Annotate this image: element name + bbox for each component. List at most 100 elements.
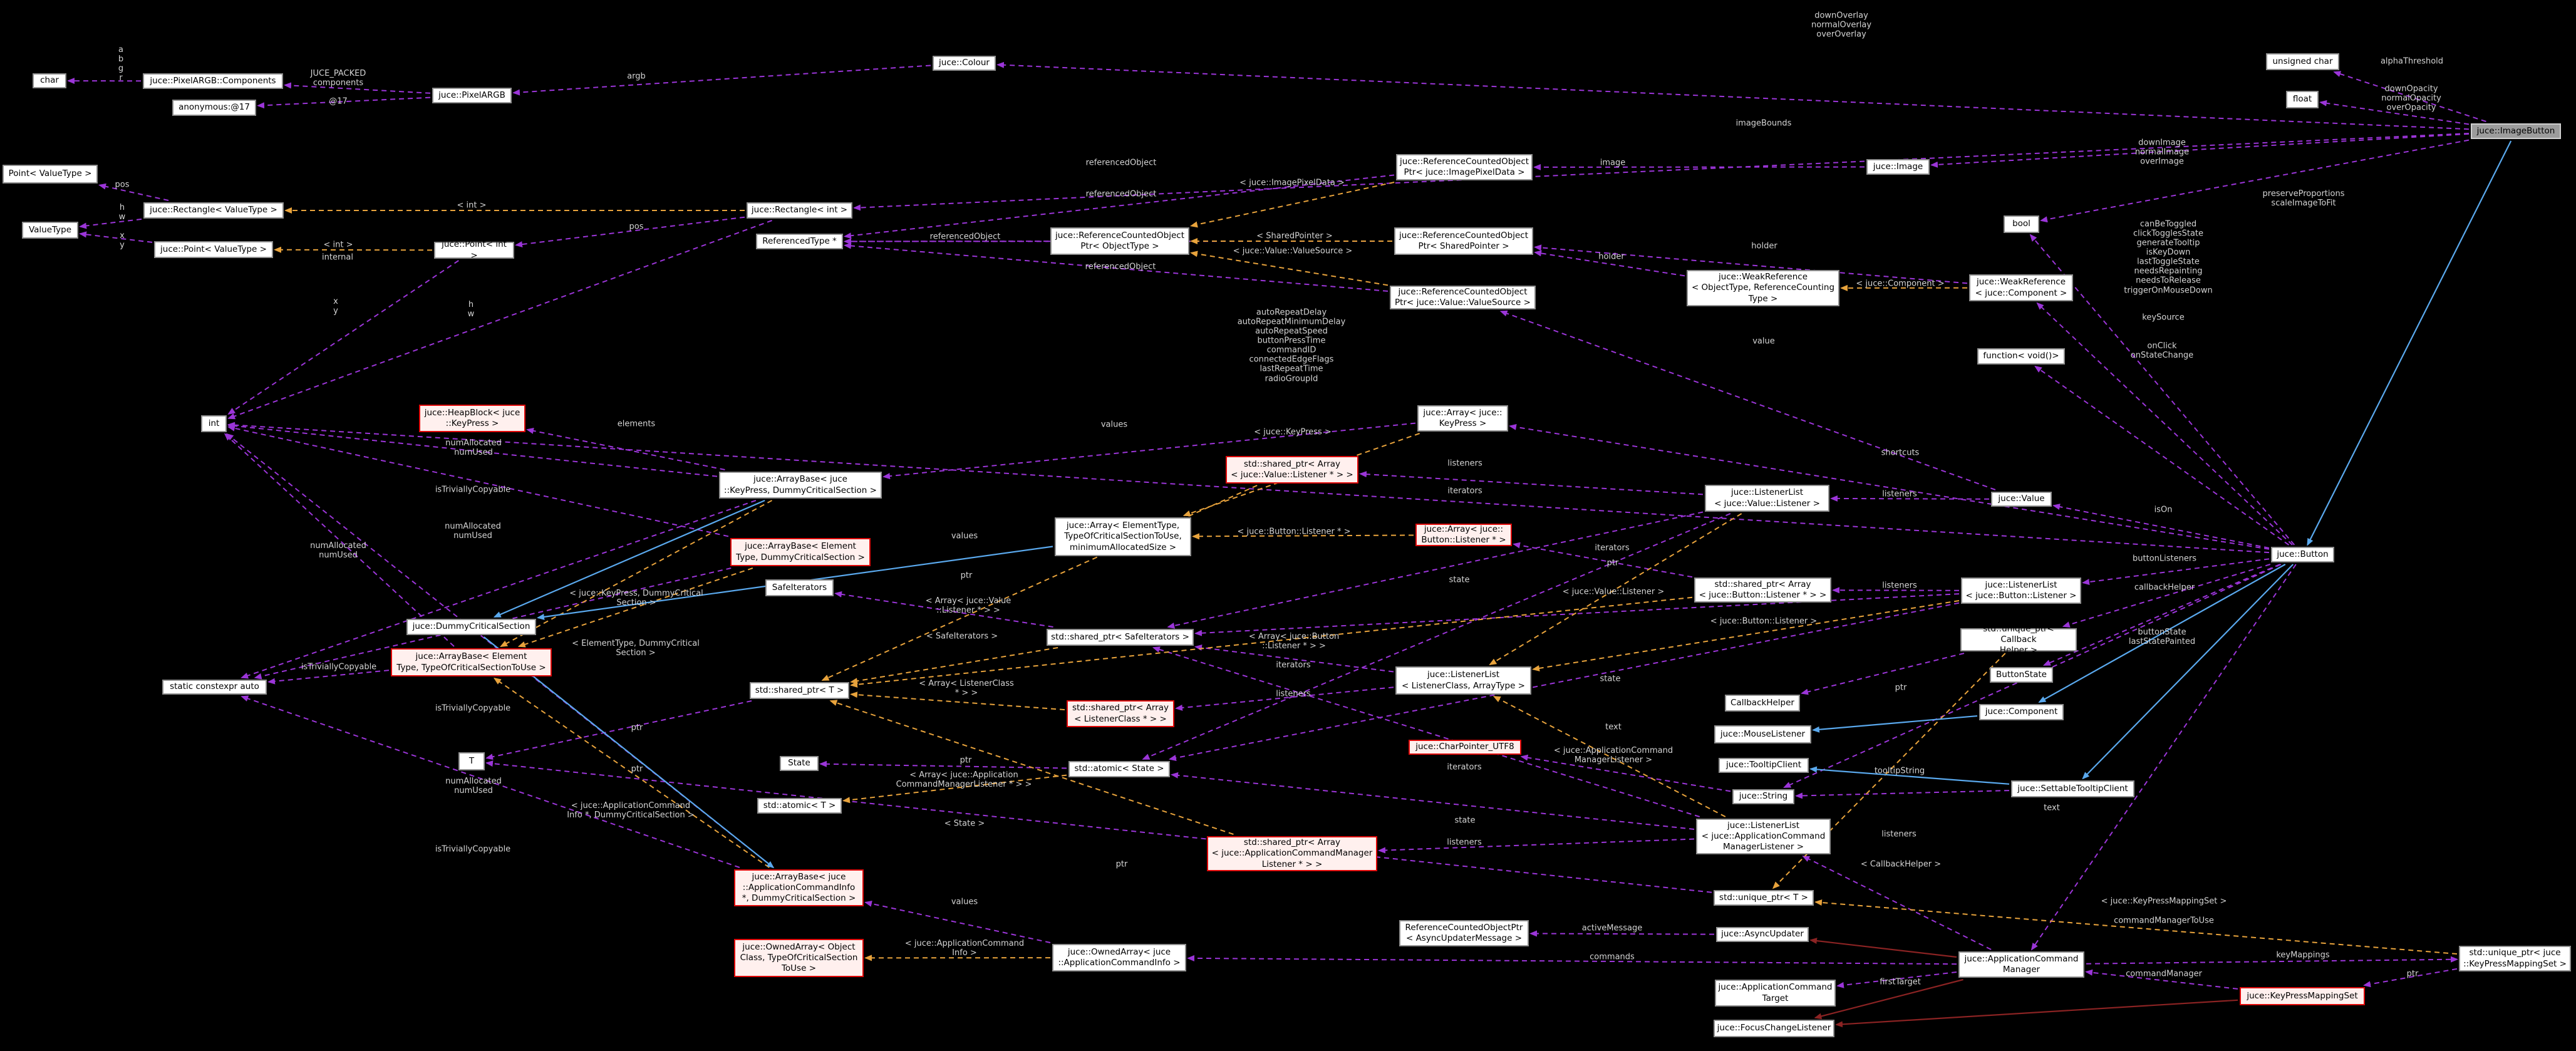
class-node-intn[interactable]: int (201, 415, 227, 432)
class-node-rect_int[interactable]: juce::Rectangle< int > (747, 202, 852, 219)
class-node-act[interactable]: juce::ApplicationCommand Target (1715, 980, 1836, 1007)
class-node-refptr_ipd[interactable]: juce::ReferenceCountedObject Ptr< juce::… (1396, 154, 1533, 180)
edge-imagebutton-to-booln (2040, 139, 2470, 223)
class-node-asyncupdater[interactable]: juce::AsyncUpdater (1716, 927, 1809, 942)
class-node-sptr_listenerclass[interactable]: std::shared_ptr< Array < ListenerClass *… (1067, 700, 1174, 727)
class-node-ownedarray_tpl[interactable]: juce::OwnedArray< Object Class, TypeOfCr… (734, 939, 864, 977)
class-node-uptr_t[interactable]: std::unique_ptr< T > (1714, 890, 1814, 906)
class-node-value[interactable]: juce::Value (1991, 492, 2052, 507)
class-node-arraybase_et_dcs[interactable]: juce::ArrayBase< Element Type, DummyCrit… (730, 538, 871, 566)
class-node-sptr_t[interactable]: std::shared_ptr< T > (750, 682, 849, 699)
class-node-refptr_async[interactable]: ReferenceCountedObjectPtr < AsyncUpdater… (1399, 920, 1529, 946)
class-node-imagebutton[interactable]: juce::ImageButton (2471, 123, 2561, 139)
class-node-uptr_kpms[interactable]: std::unique_ptr< juce ::KeyPressMappingS… (2459, 946, 2571, 971)
class-node-atomic_t[interactable]: std::atomic< T > (757, 798, 842, 814)
class-node-sptr_buttonlistener[interactable]: std::shared_ptr< Array < juce::Button::L… (1694, 577, 1831, 603)
class-node-referencedtype[interactable]: ReferencedType * (756, 234, 843, 249)
class-node-unsigned_char[interactable]: unsigned char (2266, 53, 2339, 70)
class-node-focuslistener[interactable]: juce::FocusChangeListener (1714, 1020, 1834, 1037)
edge-imagebutton-to-unsigned_char (2333, 71, 2486, 122)
class-node-valuetype[interactable]: ValueType (22, 222, 78, 239)
class-node-sptr_valuelistener[interactable]: std::shared_ptr< Array < juce::Value::Li… (1226, 456, 1358, 484)
edge-settabletooltip-to-stringn (1795, 790, 2010, 799)
edge-ll_value-to-sptr_safeiter (1167, 511, 1704, 629)
class-node-booln[interactable]: bool (2004, 215, 2039, 233)
class-node-tn[interactable]: T (458, 752, 485, 770)
class-node-dcs[interactable]: juce::DummyCriticalSection (406, 619, 536, 635)
class-node-point_decl[interactable]: Point< ValueType > (3, 165, 98, 184)
class-node-sptr_safeiter[interactable]: std::shared_ptr< SafeIterators > (1047, 629, 1194, 646)
edge-arraybase_keypress-to-static_auto (241, 500, 757, 679)
class-node-refptr_valuesource[interactable]: juce::ReferenceCountedObject Ptr< juce::… (1390, 286, 1536, 309)
class-node-callbackhelper[interactable]: CallbackHelper (1725, 695, 1800, 712)
class-node-floatn[interactable]: float (2286, 91, 2319, 108)
class-node-image[interactable]: juce::Image (1866, 159, 1930, 175)
edge-sptr_listenerclass-to-sptr_t (850, 691, 1065, 711)
edge-imagebutton-to-rect_int (853, 132, 2470, 211)
edge-pixelargb-to-pixelargb_components (284, 82, 431, 94)
class-node-stringn[interactable]: juce::String (1732, 789, 1794, 804)
edge-button-to-component (2038, 564, 2286, 703)
class-node-array_tpl[interactable]: juce::Array< ElementType, TypeOfCritical… (1055, 517, 1191, 556)
edge-refptr_valuesource-to-referencedtype (844, 242, 1389, 292)
class-node-colour[interactable]: juce::Colour (933, 56, 996, 71)
edge-arraybase_keypress-to-heapblock (526, 427, 725, 470)
edge-weakref_tpl-to-refptr_sharedptr (1534, 250, 1685, 277)
class-node-staten[interactable]: State (780, 756, 819, 771)
class-node-arraybase_keypress[interactable]: juce::ArrayBase< juce ::KeyPress, DummyC… (719, 472, 882, 499)
class-node-arraybase_et_tocstu[interactable]: juce::ArrayBase< Element Type, TypeOfCri… (391, 648, 552, 676)
class-node-sptr_acml[interactable]: std::shared_ptr< Array < juce::Applicati… (1207, 836, 1377, 871)
class-node-array_keypress[interactable]: juce::Array< juce:: KeyPress > (1417, 405, 1508, 432)
class-node-array_buttonlistener[interactable]: juce::Array< juce:: Button::Listener * > (1415, 524, 1512, 546)
class-node-settabletooltip[interactable]: juce::SettableTooltipClient (2011, 780, 2134, 797)
class-node-weakref_tpl[interactable]: juce::WeakReference < ObjectType, Refere… (1687, 270, 1839, 306)
class-node-rect_valuetype[interactable]: juce::Rectangle< ValueType > (143, 202, 284, 219)
edge-atomic_state-to-atomic_t (842, 774, 1067, 804)
class-node-point_valuetype[interactable]: juce::Point< ValueType > (154, 241, 273, 258)
class-node-point_int[interactable]: juce::Point< int > (434, 239, 514, 261)
edge-ll_acml-to-sptr_acml (1378, 838, 1695, 854)
edge-atomic_state-to-staten (819, 760, 1067, 769)
class-node-ll_tpl[interactable]: juce::ListenerList < ListenerClass, Arra… (1395, 666, 1531, 695)
class-node-buttonstate[interactable]: ButtonState (1990, 667, 2053, 683)
class-node-arraybase_aci[interactable]: juce::ArrayBase< juce ::ApplicationComma… (734, 869, 864, 906)
class-node-tooltipclient[interactable]: juce::TooltipClient (1719, 758, 1809, 773)
class-node-ll_value[interactable]: juce::ListenerList < juce::Value::Listen… (1705, 485, 1829, 512)
edge-uptr_cbh-to-callbackhelper (1801, 653, 1965, 695)
class-node-pixelargb[interactable]: juce::PixelARGB (432, 88, 512, 103)
edge-ll_button-to-ll_tpl (1532, 599, 1960, 671)
class-node-charptr_utf8[interactable]: juce::CharPointer_UTF8 (1409, 740, 1521, 755)
edge-arraybase_aci-to-arraybase_et_tocstu (493, 677, 770, 868)
class-node-uptr_cbh[interactable]: std::unique_ptr< Callback Helper > (1960, 624, 2077, 655)
class-node-weakref_component[interactable]: juce::WeakReference < juce::Component > (1969, 274, 2073, 301)
class-node-heapblock[interactable]: juce::HeapBlock< juce ::KeyPress > (419, 405, 525, 432)
class-node-static_auto[interactable]: static constexpr auto (162, 680, 267, 695)
edge-button-to-acm (2030, 564, 2297, 951)
edge-button-to-ll_button (2082, 558, 2270, 586)
edge-ll_acml-to-atomic_state (1171, 772, 1695, 830)
class-node-acm[interactable]: juce::ApplicationCommand Manager (1958, 951, 2084, 978)
class-node-atomic_state[interactable]: std::atomic< State > (1068, 761, 1170, 777)
class-node-component[interactable]: juce::Component (1979, 704, 2064, 720)
edge-acm-to-asyncupdater (1809, 938, 1957, 958)
class-node-function_void[interactable]: function< void()> (1977, 348, 2065, 365)
edge-button-to-intn (227, 422, 2270, 554)
edge-colour-to-pixelargb (512, 65, 931, 96)
class-node-kpms[interactable]: juce::KeyPressMappingSet (2240, 987, 2365, 1005)
class-node-safeiterators[interactable]: SafeIterators (765, 579, 834, 596)
edge-pixelargb-to-anonymous17 (257, 96, 431, 109)
class-node-ll_button[interactable]: juce::ListenerList < juce::Button::Liste… (1961, 577, 2081, 604)
class-node-refptr_objecttype[interactable]: juce::ReferenceCountedObject Ptr< Object… (1050, 227, 1189, 255)
edge-acm-to-uptr_kpms (2086, 956, 2458, 965)
class-node-char[interactable]: char (33, 73, 66, 88)
class-node-ownedarray_aci[interactable]: juce::OwnedArray< juce ::ApplicationComm… (1052, 944, 1186, 971)
edge-arraybase_et_dcs-to-arraybase_et_tocstu (517, 567, 753, 648)
class-node-mouselistener[interactable]: juce::MouseListener (1714, 725, 1811, 743)
class-node-pixelargb_components[interactable]: juce::PixelARGB::Components (143, 73, 283, 89)
class-node-button[interactable]: juce::Button (2271, 547, 2334, 562)
class-node-refptr_sharedptr[interactable]: juce::ReferenceCountedObject Ptr< Shared… (1394, 227, 1533, 255)
class-node-anonymous17[interactable]: anonymous:@17 (172, 100, 256, 116)
edge-point_int-to-point_valuetype (274, 246, 433, 253)
class-node-ll_acml[interactable]: juce::ListenerList < juce::ApplicationCo… (1696, 819, 1831, 854)
